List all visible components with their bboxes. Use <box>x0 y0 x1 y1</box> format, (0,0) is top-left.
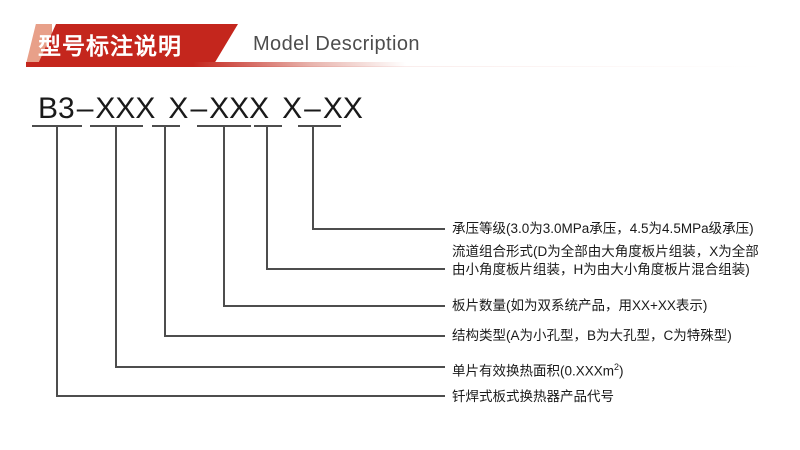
model-code-dash-1: – <box>76 92 94 125</box>
banner-red-parallelogram <box>38 24 238 64</box>
callout-area-superscript: 2 <box>614 362 620 372</box>
callout-label-flow-channel-combination: 流道组合形式(D为全部由大角度板片组装，X为全部 由小角度板片组装，H为由大小角… <box>452 243 759 279</box>
callout-line-flow-1: 流道组合形式(D为全部由大角度板片组装，X为全部 <box>452 244 759 259</box>
callout-area-text-after: ) <box>619 363 624 379</box>
model-code-segment-seg2: XXX <box>95 92 156 125</box>
model-code-segment-seg4: XXX <box>209 92 270 125</box>
callout-label-single-plate-area: 单片有效换热面积(0.XXXm2) <box>452 358 624 381</box>
model-code-segment-seg1: B3 <box>38 92 75 125</box>
callout-label-structure-type: 结构类型(A为小孔型，B为大孔型，C为特殊型) <box>452 328 732 343</box>
leader-line-single-plate-area <box>115 126 445 368</box>
leader-line-product-code <box>56 126 445 397</box>
leader-line-pressure-rating <box>312 126 445 230</box>
callout-label-pressure-rating: 承压等级(3.0为3.0MPa承压，4.5为4.5MPa级承压) <box>452 221 754 236</box>
callout-line-flow-2: 由小角度板片组装，H为由大小角度板片混合组装) <box>452 262 750 277</box>
page-title-en: Model Description <box>253 32 420 55</box>
page-title-cn: 型号标注说明 <box>38 33 182 59</box>
leader-line-plate-quantity <box>223 126 445 307</box>
model-code-dash-2: – <box>190 92 208 125</box>
callout-label-plate-quantity: 板片数量(如为双系统产品，用XX+XX表示) <box>452 298 708 313</box>
callout-area-text-before: 单片有效换热面积(0.XXXm <box>452 363 615 379</box>
leader-line-structure-type <box>164 126 445 337</box>
model-code-segment-seg6: XX <box>322 92 363 125</box>
header-rule <box>26 62 406 67</box>
model-code-segment-seg5: X <box>282 92 303 125</box>
model-code-segment-seg3: X <box>168 92 189 125</box>
page-header: 型号标注说明 Model Description <box>0 0 800 78</box>
model-code-dash-3: – <box>304 92 321 125</box>
header-banner-shape <box>26 24 238 64</box>
callout-label-product-code: 钎焊式板式换热器产品代号 <box>452 389 614 404</box>
header-rule-fade <box>26 66 766 67</box>
leader-line-flow-channel-combination <box>266 126 445 270</box>
